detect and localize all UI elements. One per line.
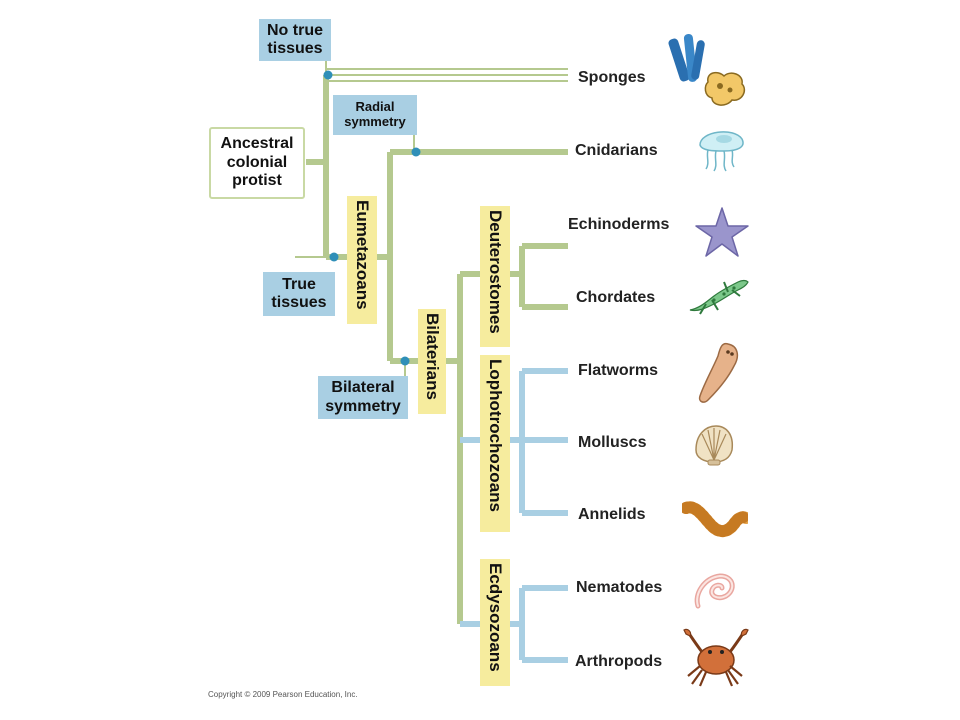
taxon-label: Sponges bbox=[578, 69, 646, 86]
no-true-tissues-box: No true tissues bbox=[259, 19, 331, 61]
clade-label-ecdysozoans: Ecdysozoans bbox=[480, 559, 510, 686]
copyright-notice: Copyright © 2009 Pearson Education, Inc. bbox=[208, 690, 358, 699]
segmented-worm-icon bbox=[682, 501, 748, 537]
jellyfish-icon bbox=[699, 131, 744, 172]
flatworm-icon bbox=[698, 342, 739, 403]
node-multicellularity bbox=[323, 70, 333, 80]
node-radial-symmetry bbox=[411, 147, 421, 157]
taxon-label: Nematodes bbox=[576, 579, 663, 596]
taxon-label: Annelids bbox=[578, 506, 646, 523]
clade-label-eumetazoans: Eumetazoans bbox=[347, 196, 377, 324]
sea-star-icon bbox=[695, 207, 749, 257]
clam-shell-icon bbox=[695, 425, 734, 466]
taxon-label: Echinoderms bbox=[568, 216, 670, 233]
salamander-icon bbox=[689, 279, 749, 315]
true-tissues-box: True tissues bbox=[263, 272, 335, 316]
node-true-tissues bbox=[329, 252, 339, 262]
ancestral-protist-box: Ancestral colonial protist bbox=[209, 127, 305, 199]
taxon-label: Cnidarians bbox=[575, 142, 658, 159]
taxon-label: Molluscs bbox=[578, 434, 647, 451]
radial-symmetry-box: Radial symmetry bbox=[333, 95, 417, 135]
sponge-icon bbox=[668, 34, 746, 106]
roundworm-icon bbox=[694, 573, 735, 609]
clade-label-bilaterians: Bilaterians bbox=[418, 309, 446, 414]
node-bilateral-symmetry bbox=[400, 356, 410, 366]
clade-label-deuterostomes: Deuterostomes bbox=[480, 206, 510, 347]
taxon-label: Chordates bbox=[576, 289, 656, 306]
taxon-label: Flatworms bbox=[578, 362, 659, 379]
taxon-label: Arthropods bbox=[575, 653, 663, 670]
clade-label-lophotrochozoans: Lophotrochozoans bbox=[480, 355, 510, 532]
bilateral-symmetry-box: Bilateral symmetry bbox=[318, 376, 408, 419]
crab-icon bbox=[683, 628, 749, 687]
